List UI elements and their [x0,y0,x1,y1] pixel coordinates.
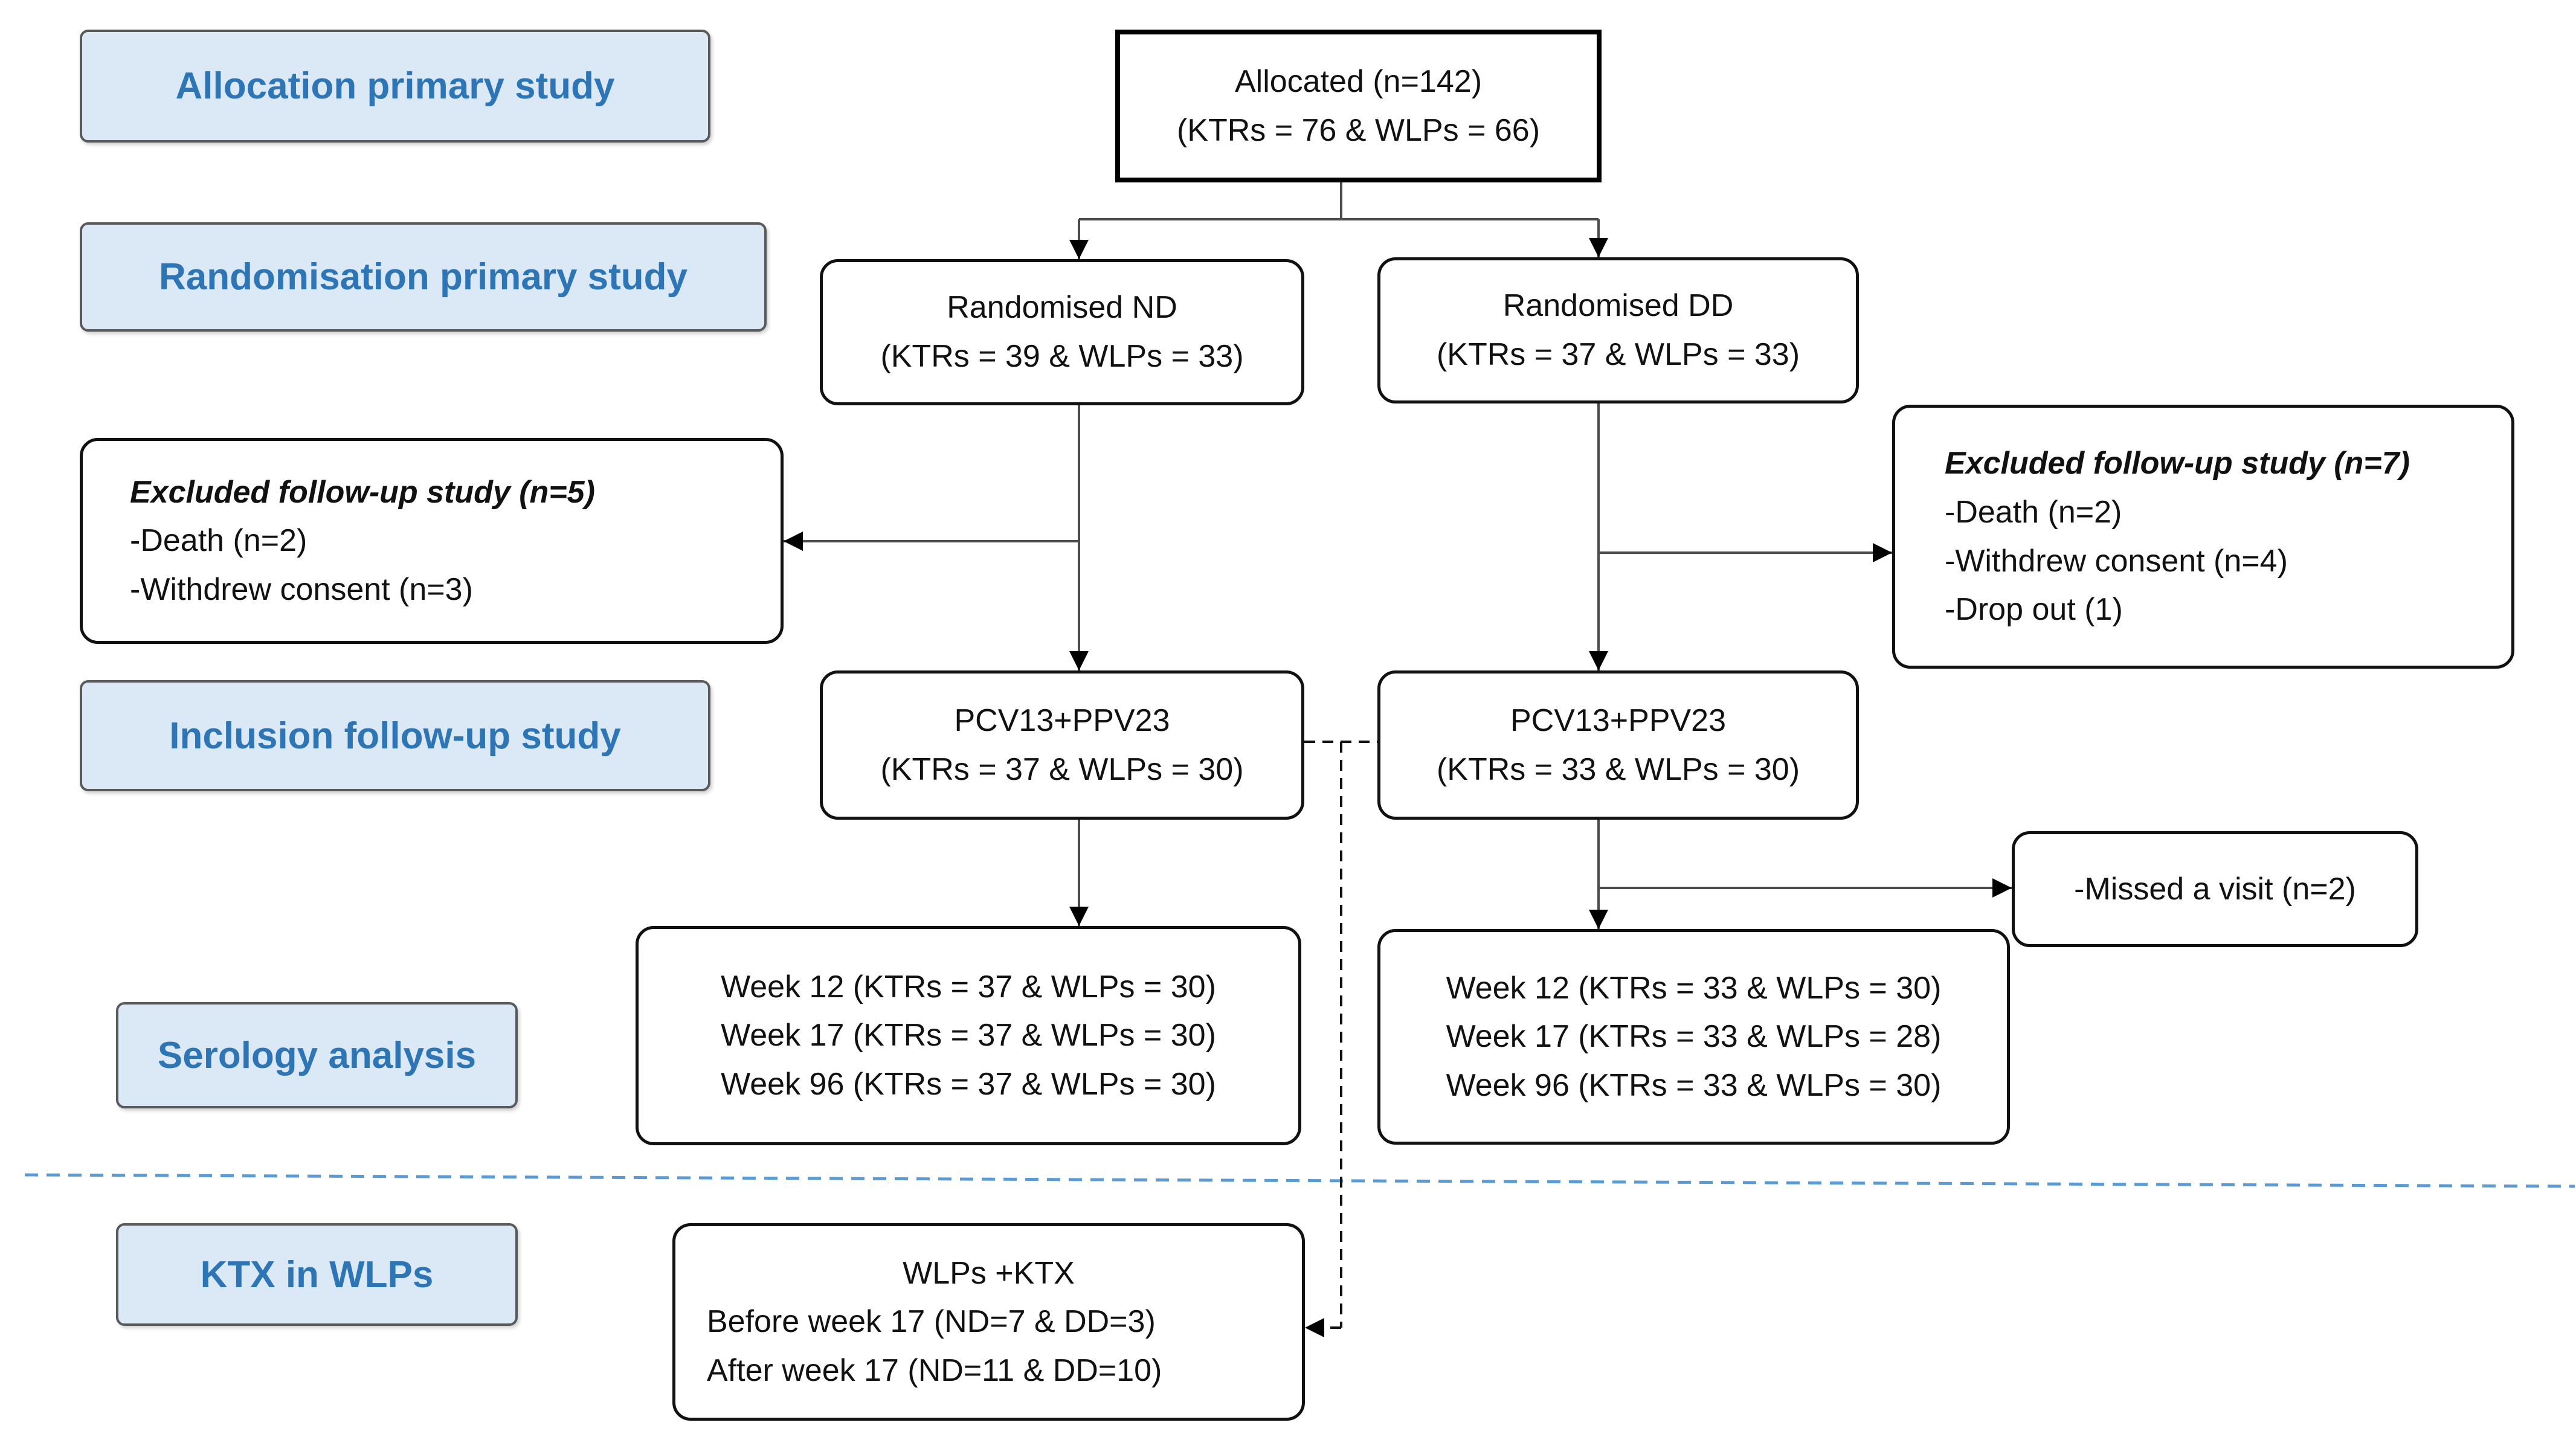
vaccinated-nd-detail: (KTRs = 37 & WLPs = 30) [880,751,1244,787]
stage-label-allocation: Allocation primary study [80,30,710,143]
stage-label-serology: Serology analysis [116,1002,518,1108]
phase-divider-line [24,1173,2575,1188]
serology-nd-line: Week 12 (KTRs = 37 & WLPs = 30) [721,969,1216,1005]
vaccinated-dd-box: PCV13+PPV23 (KTRs = 33 & WLPs = 30) [1377,670,1859,820]
excluded-dd-title: Excluded follow-up study (n=7) [1945,446,2410,481]
excluded-dd-box: Excluded follow-up study (n=7) -Death (n… [1892,405,2514,669]
randomised-dd-detail: (KTRs = 37 & WLPs = 33) [1436,337,1800,372]
serology-dd-box: Week 12 (KTRs = 33 & WLPs = 30) Week 17 … [1377,929,2010,1145]
serology-dd-line: Week 17 (KTRs = 33 & WLPs = 28) [1446,1019,1942,1055]
wlps-ktx-line: After week 17 (ND=11 & DD=10) [707,1352,1162,1388]
excluded-nd-item: -Withdrew consent (n=3) [130,571,473,607]
stage-label-randomisation: Randomisation primary study [80,222,767,332]
serology-dd-line: Week 96 (KTRs = 33 & WLPs = 30) [1446,1067,1942,1103]
randomised-nd-detail: (KTRs = 39 & WLPs = 33) [880,339,1244,374]
excluded-dd-item: -Withdrew consent (n=4) [1945,543,2288,579]
excluded-nd-item: -Death (n=2) [130,523,308,559]
stage-label-ktx: KTX in WLPs [116,1223,518,1326]
allocated-box: Allocated (n=142) (KTRs = 76 & WLPs = 66… [1115,30,1602,182]
serology-nd-line: Week 96 (KTRs = 37 & WLPs = 30) [721,1066,1216,1102]
wlps-ktx-line: Before week 17 (ND=7 & DD=3) [707,1304,1156,1340]
serology-dd-line: Week 12 (KTRs = 33 & WLPs = 30) [1446,970,1942,1006]
excluded-nd-title: Excluded follow-up study (n=5) [130,474,595,510]
randomised-nd-title: Randomised ND [947,290,1177,326]
randomised-dd-title: Randomised DD [1502,288,1734,324]
wlps-ktx-box: WLPs +KTX Before week 17 (ND=7 & DD=3) A… [672,1223,1305,1421]
vaccinated-nd-title: PCV13+PPV23 [954,702,1170,738]
randomised-dd-box: Randomised DD (KTRs = 37 & WLPs = 33) [1377,257,1859,403]
serology-nd-box: Week 12 (KTRs = 37 & WLPs = 30) Week 17 … [636,926,1301,1145]
missed-visit-box: -Missed a visit (n=2) [2012,831,2418,947]
allocated-detail: (KTRs = 76 & WLPs = 66) [1176,112,1541,148]
vaccinated-dd-detail: (KTRs = 33 & WLPs = 30) [1436,751,1800,787]
excluded-dd-item: -Death (n=2) [1945,494,2122,530]
vaccinated-nd-box: PCV13+PPV23 (KTRs = 37 & WLPs = 30) [820,670,1304,820]
wlps-ktx-title: WLPs +KTX [903,1255,1075,1291]
allocated-title: Allocated (n=142) [1234,63,1483,99]
excluded-nd-box: Excluded follow-up study (n=5) -Death (n… [80,438,784,644]
stage-label-inclusion: Inclusion follow-up study [80,680,710,791]
missed-visit-text: -Missed a visit (n=2) [2074,871,2356,907]
vaccinated-dd-title: PCV13+PPV23 [1510,702,1727,738]
randomised-nd-box: Randomised ND (KTRs = 39 & WLPs = 33) [820,259,1304,405]
serology-nd-line: Week 17 (KTRs = 37 & WLPs = 30) [721,1018,1216,1053]
excluded-dd-item: -Drop out (1) [1945,592,2123,628]
